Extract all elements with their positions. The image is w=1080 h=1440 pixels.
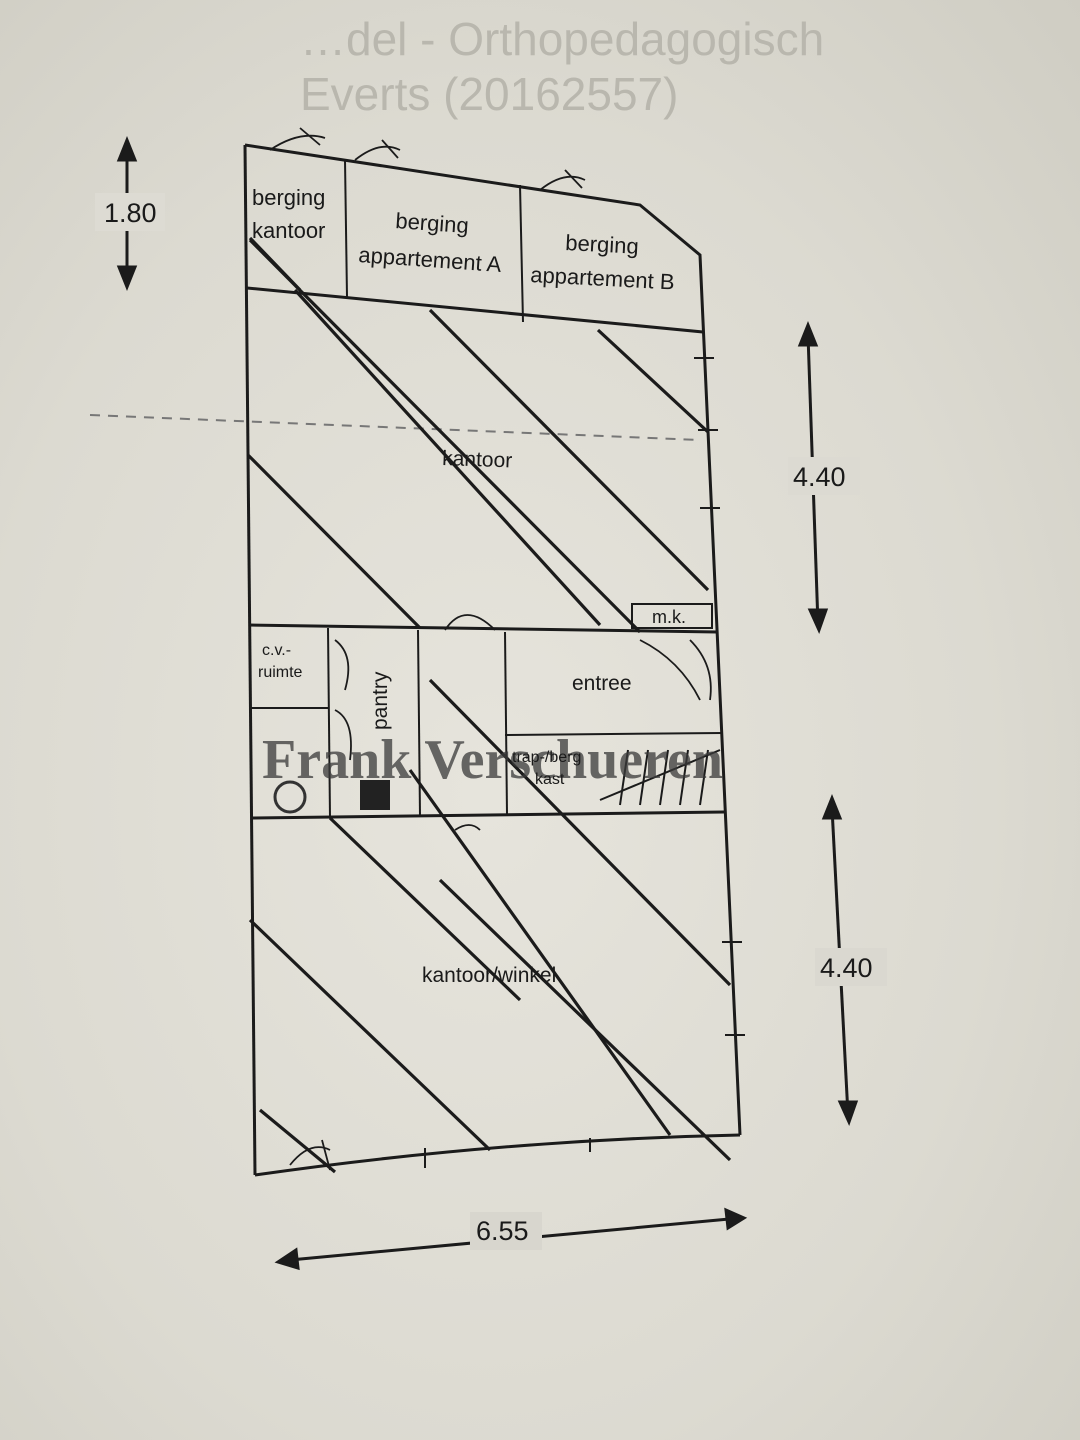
hatch-storage xyxy=(248,236,302,292)
wall-storage-div2 xyxy=(519,184,524,323)
wall-storage-div1 xyxy=(344,159,348,298)
label-pantry: pantry xyxy=(369,671,392,730)
wall-hall-right xyxy=(504,631,508,815)
label-berging-kantoor-1: berging xyxy=(252,185,325,210)
dashed-section-line xyxy=(89,414,701,441)
label-entree: entree xyxy=(572,672,632,695)
label-cv-2: ruimte xyxy=(258,664,303,681)
hatch-kantoor xyxy=(246,238,710,634)
dim-lower-label: 4.40 xyxy=(820,953,873,983)
wall-entree-bottom xyxy=(504,732,723,736)
logo-stamp: Frank Verschueren xyxy=(262,729,723,791)
stair-lines xyxy=(599,749,721,806)
dim-top-bg xyxy=(95,193,165,231)
mk-box xyxy=(631,603,713,629)
dim-upper-bg xyxy=(788,457,860,495)
label-trapkast-2: kast xyxy=(535,771,565,788)
dim-upper-label: 4.40 xyxy=(793,462,846,492)
dim-width-label: 6.55 xyxy=(476,1216,529,1246)
label-mk: m.k. xyxy=(652,607,686,627)
wall-cv-right xyxy=(327,627,331,819)
window-ticks xyxy=(424,357,745,1168)
label-berging-app-b-1: berging xyxy=(565,230,640,259)
ghost-title-line2: Everts (20162557) xyxy=(300,68,678,120)
dim-width-bg xyxy=(470,1212,542,1250)
label-berging-app-a-1: berging xyxy=(395,208,470,238)
dim-lower-bg xyxy=(815,948,887,986)
label-kantoor: kantoor xyxy=(442,447,513,472)
label-cv-1: c.v.- xyxy=(262,642,291,659)
label-trapkast-1: trap-/berg xyxy=(512,749,581,766)
ghost-title-line1: …del - Orthopedagogisch xyxy=(300,13,824,65)
logo-mark xyxy=(273,780,307,814)
outer-wall-top xyxy=(244,143,742,1136)
hatch-kantoor-winkel xyxy=(248,678,732,1174)
wall-storage-bottom xyxy=(246,286,704,334)
dim-top-label: 1.80 xyxy=(104,198,157,228)
outer-wall-bottom xyxy=(254,1133,741,1177)
label-berging-app-a-2: appartement A xyxy=(358,242,503,277)
wall-middle-bottom xyxy=(250,810,725,820)
label-kantoor-winkel: kantoor/winkel xyxy=(422,964,556,987)
outer-wall-left xyxy=(243,144,257,1176)
pantry-sink xyxy=(360,780,390,810)
door-swings xyxy=(269,127,712,1171)
label-berging-kantoor-2: kantoor xyxy=(252,218,325,243)
label-berging-app-b-2: appartement B xyxy=(530,262,675,295)
